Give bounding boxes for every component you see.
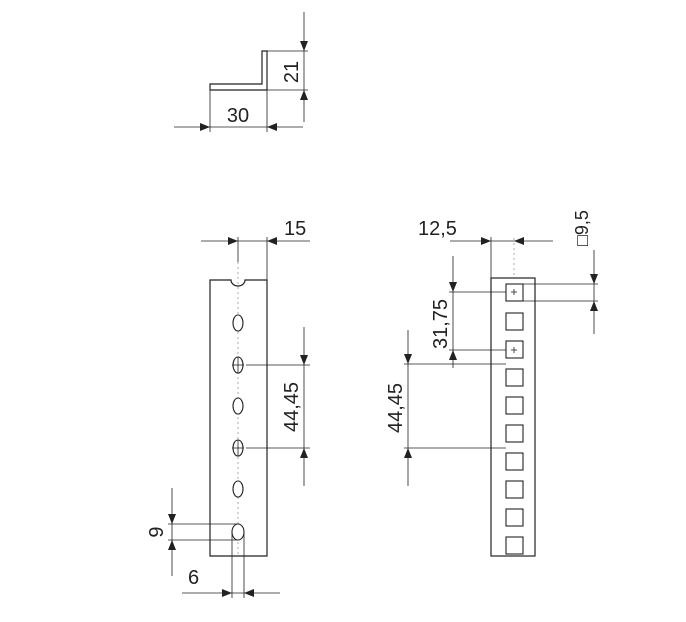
square-size-value: 9,5 [572,210,592,235]
square-hole [505,536,524,555]
square-hole [505,312,524,331]
square-hole [505,508,524,527]
square-hole [505,480,524,499]
square-hole [505,396,524,415]
dim-right-offset: 12,5 [418,218,457,240]
rail-slot [232,397,244,415]
square-hole [505,283,524,302]
dim-square-size: □9,5 [572,210,592,246]
dim-left-rail-width: 15 [284,218,306,240]
dim-left-pitch: 44,45 [281,382,303,432]
left-rail-body [209,279,268,557]
square-hole [505,368,524,387]
left-rail-view: 15 44,45 9 6 [146,218,310,598]
angle-profile-view: 21 30 [174,12,308,132]
square-symbol: □ [572,235,592,246]
right-rail-view: 12,5 □9,5 31,75 44,45 [385,210,598,557]
dim-right-pitch-large: 44,45 [385,383,407,433]
dim-angle-height: 21 [281,61,303,83]
dim-angle-width: 30 [227,105,249,127]
angle-profile [209,50,268,91]
square-hole [505,340,524,359]
dim-slot-height: 9 [146,526,168,537]
rail-slot [232,480,244,498]
rail-slot [232,314,244,332]
square-hole [505,424,524,443]
dim-right-pitch-small: 31,75 [430,299,452,349]
dim-slot-offset: 6 [188,567,199,589]
rail-slot [231,523,245,541]
square-hole [505,452,524,471]
